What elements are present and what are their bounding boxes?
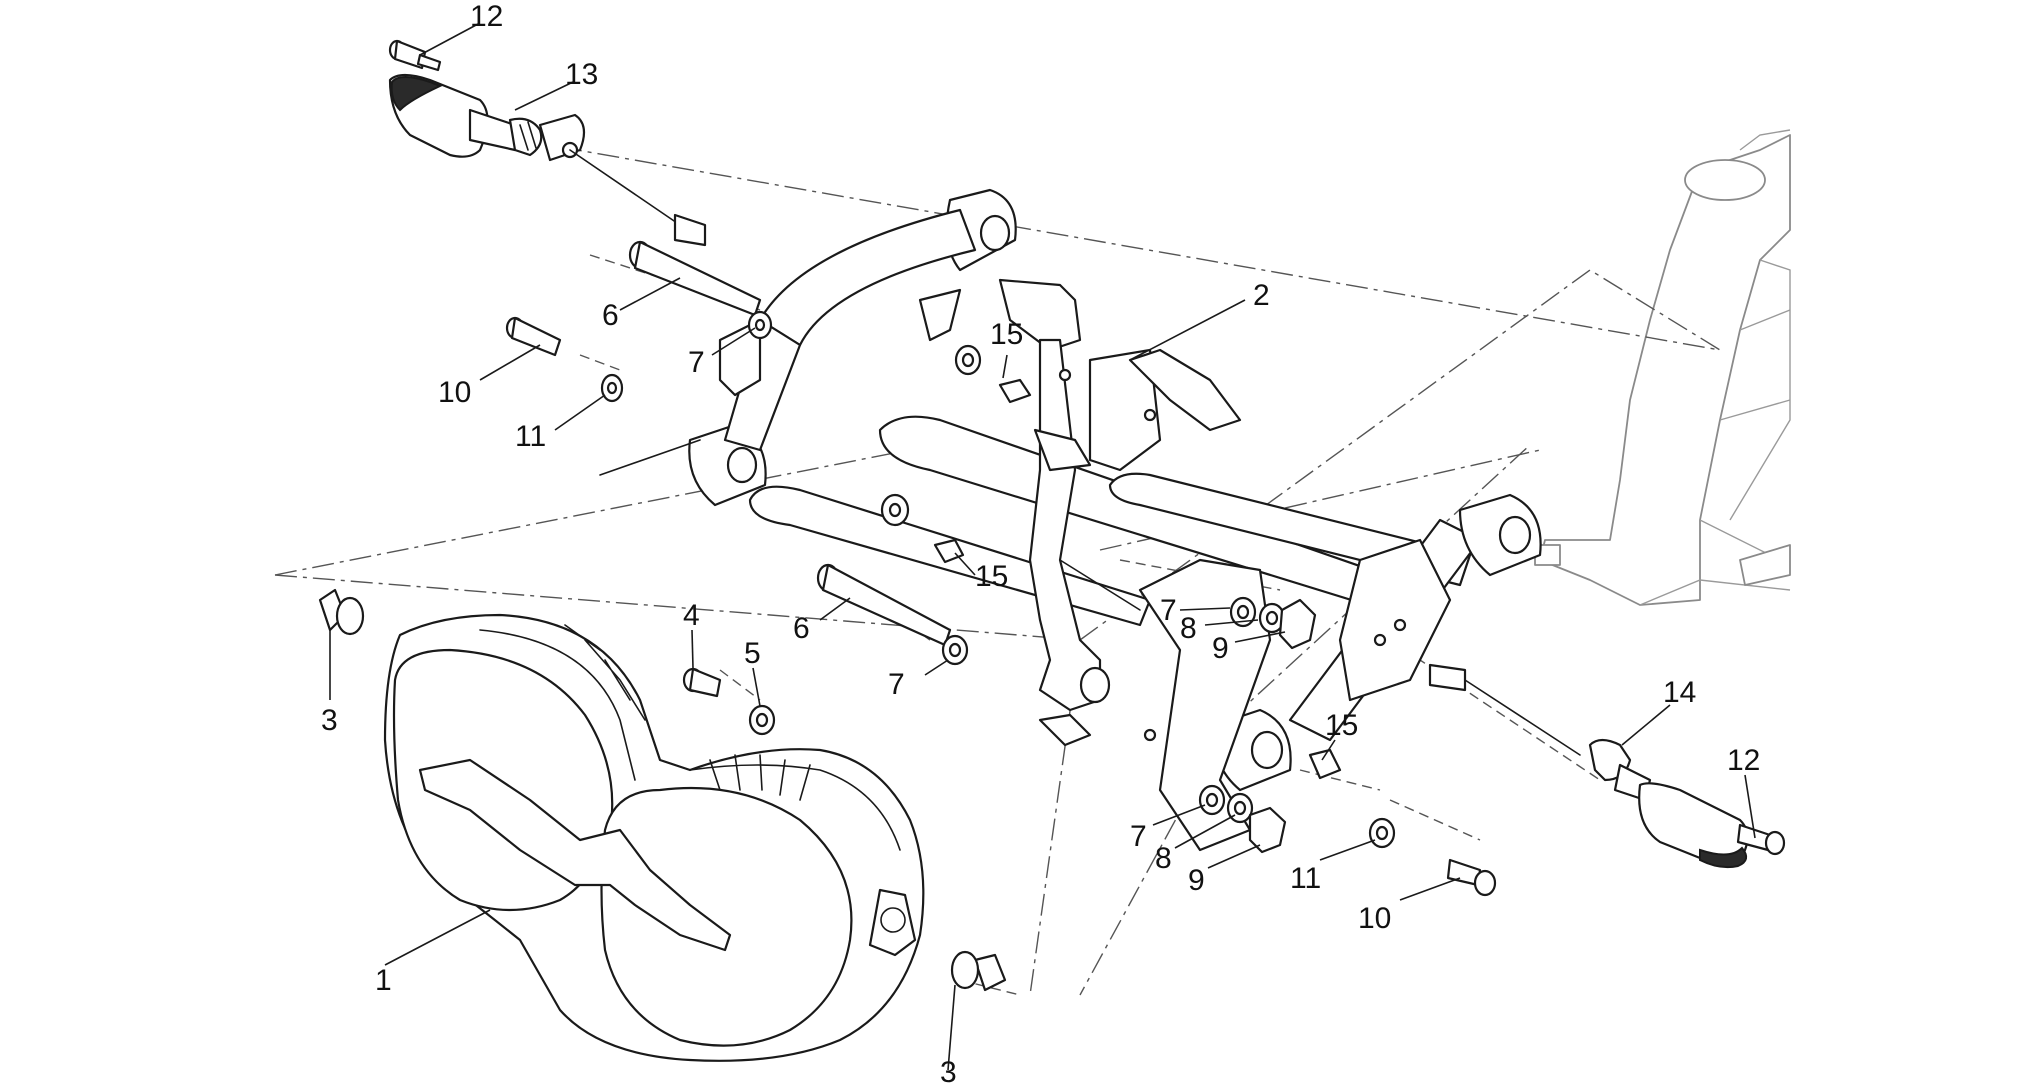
fasteners (318, 39, 1786, 992)
twin-headlight (383, 613, 925, 1062)
motorcycle-frame-background (1534, 129, 1791, 606)
callout-10-lower: 10 (1358, 902, 1391, 935)
callout-9-lower: 9 (1188, 864, 1205, 897)
leader-lines (329, 23, 1756, 1071)
crash-bar-frame (599, 188, 1542, 852)
callout-13: 13 (565, 58, 598, 91)
callout-labels: 12 13 6 7 10 11 15 2 15 6 4 5 3 7 7 8 9 … (321, 0, 1760, 1089)
callout-6-upper: 6 (602, 299, 619, 332)
sheet-metal-bracket (998, 278, 1242, 747)
callout-15-middle: 15 (975, 560, 1008, 593)
callout-14: 14 (1663, 676, 1696, 709)
callout-7-middle: 7 (1160, 594, 1177, 627)
callout-6-lower: 6 (793, 612, 810, 645)
callout-3-lower: 3 (940, 1056, 957, 1089)
callout-7-lower-left: 7 (888, 668, 905, 701)
callout-5: 5 (744, 637, 761, 670)
callout-7-lower: 7 (1130, 820, 1147, 853)
right-turn-indicator (1428, 663, 1749, 869)
callout-9-middle: 9 (1212, 632, 1229, 665)
callout-8-middle: 8 (1180, 612, 1197, 645)
callout-7-upper: 7 (688, 346, 705, 379)
callout-12-top: 12 (470, 0, 503, 33)
callout-15-upper: 15 (990, 318, 1023, 351)
callout-4: 4 (683, 599, 700, 632)
callout-2: 2 (1253, 279, 1270, 312)
callout-10-upper: 10 (438, 376, 471, 409)
callout-1: 1 (375, 964, 392, 997)
callout-3-upper: 3 (321, 704, 338, 737)
callout-12-right: 12 (1727, 744, 1760, 777)
callout-11-lower: 11 (1290, 862, 1321, 895)
callout-15-right: 15 (1325, 709, 1358, 742)
left-turn-indicator (388, 73, 707, 247)
callout-11-upper: 11 (515, 420, 546, 453)
callout-8-lower: 8 (1155, 842, 1172, 875)
